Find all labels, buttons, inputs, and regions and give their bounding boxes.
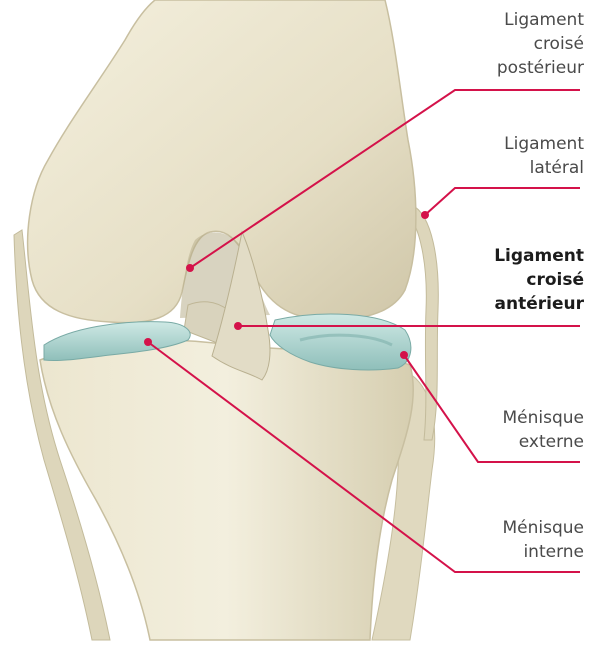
label-menisque-interne: Ménisque interne — [502, 516, 584, 564]
label-ligament-croise-posterieur: Ligament croisé postérieur — [497, 8, 584, 80]
label-ligament-lateral: Ligament latéral — [504, 132, 584, 180]
leader-line-lateral — [425, 188, 580, 215]
leader-dot-lcp — [186, 264, 194, 272]
leader-dot-menisque-interne — [144, 338, 152, 346]
leader-dot-lateral — [421, 211, 429, 219]
leader-dot-lca — [234, 322, 242, 330]
label-menisque-externe: Ménisque externe — [502, 406, 584, 454]
label-ligament-croise-anterieur: Ligament croisé antérieur — [494, 244, 584, 316]
leader-dot-menisque-externe — [400, 351, 408, 359]
